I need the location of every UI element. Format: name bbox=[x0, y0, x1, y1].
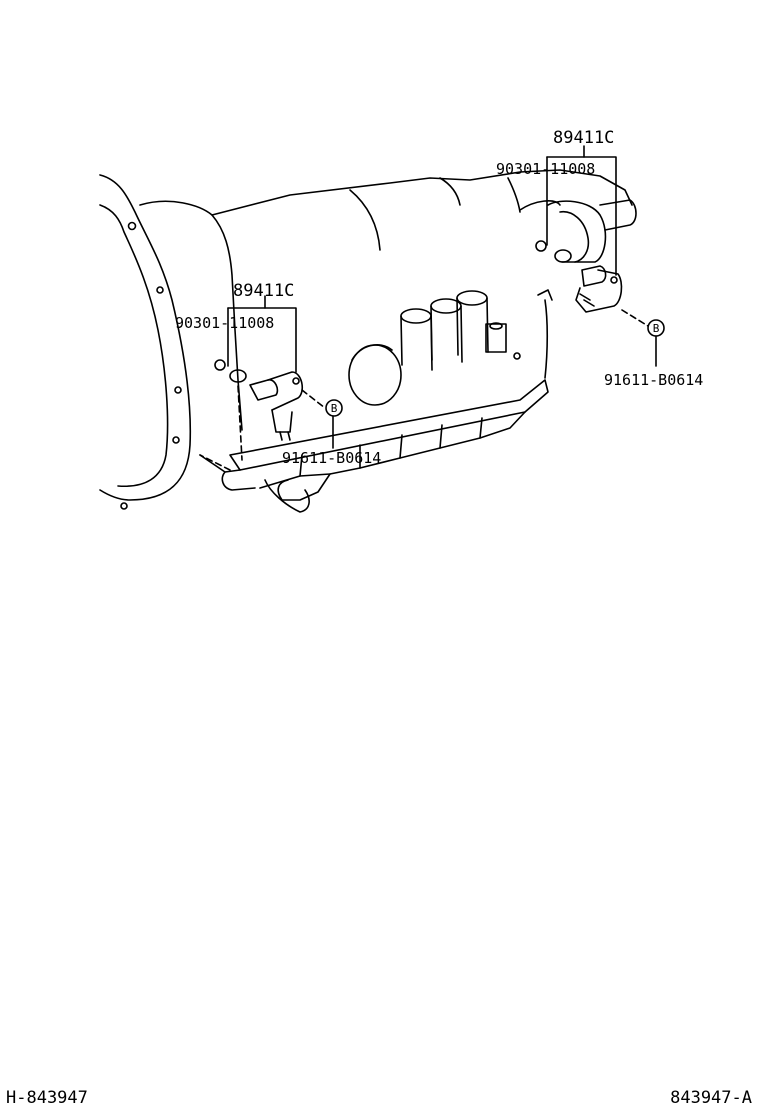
transmission-case bbox=[139, 169, 637, 431]
left-speed-sensor bbox=[229, 369, 304, 441]
left-gasket-part-number: 90301-11008 bbox=[175, 314, 274, 332]
figure-reference: 843947-A bbox=[670, 1088, 752, 1108]
right-bolt-part-number: 91611-B0614 bbox=[604, 371, 703, 389]
oil-pan bbox=[199, 352, 549, 513]
right-speed-sensor bbox=[554, 249, 623, 313]
left-assembly-part-number: 89411C bbox=[233, 281, 294, 301]
leader-lines bbox=[227, 145, 657, 449]
right-gasket-part-number: 90301-11008 bbox=[496, 160, 595, 178]
left-gasket-ring bbox=[229, 369, 247, 383]
left-bolt-part-number: 91611-B0614 bbox=[282, 449, 381, 467]
bell-housing bbox=[99, 174, 192, 510]
solenoid-cylinders bbox=[400, 290, 507, 371]
dashed-leaders bbox=[199, 309, 649, 471]
right-assembly-part-number: 89411C bbox=[553, 128, 614, 148]
left-bolt-marker-letter: B bbox=[331, 402, 338, 415]
right-bolt-marker-letter: B bbox=[653, 322, 660, 335]
illustration-id: H-843947 bbox=[6, 1088, 88, 1108]
right-bolt-marker-circle bbox=[647, 319, 665, 337]
right-gasket-ring bbox=[554, 249, 572, 263]
left-bolt-marker-circle bbox=[325, 399, 343, 417]
